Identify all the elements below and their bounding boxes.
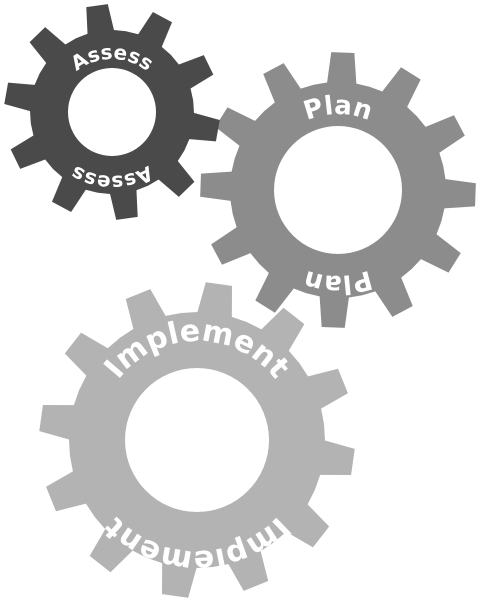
assess-gear-shape	[4, 4, 220, 220]
assess-gear: Assess Assess	[4, 4, 220, 220]
plan-label-top: Plan	[300, 91, 376, 127]
plan-gear-shape	[200, 52, 476, 328]
plan-label-bottom: Plan	[301, 264, 376, 299]
plan-gear: Plan Plan	[200, 52, 476, 328]
implement-gear-shape	[39, 282, 355, 598]
implement-gear: Implement Implement	[39, 282, 355, 598]
